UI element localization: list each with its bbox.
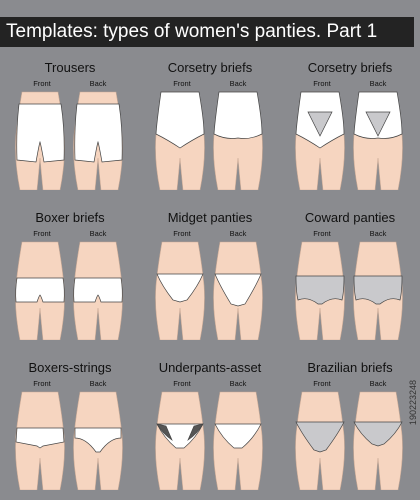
corsetry-briefs-figure	[155, 91, 263, 190]
side-panel	[187, 423, 204, 441]
back-label: Back	[229, 79, 247, 88]
brazilian-briefs-figure	[295, 391, 403, 490]
boxer-briefs-figure	[15, 241, 123, 340]
garment-shape	[213, 91, 263, 139]
cell-brazilian-briefs: Brazilian briefs Front Back	[280, 352, 420, 500]
garment-shape	[156, 423, 204, 449]
garment-shape	[156, 273, 204, 303]
garment-shape	[295, 421, 345, 453]
front-label: Front	[33, 229, 51, 238]
cell-title: Trousers	[44, 60, 96, 75]
garment-shape	[74, 103, 123, 163]
cell-corsetry-briefs: Corsetry briefs Front Back	[140, 52, 280, 200]
back-label: Back	[229, 229, 247, 238]
cell-title: Underpants-asset	[158, 360, 262, 375]
front-label: Front	[313, 229, 331, 238]
back-label: Back	[369, 79, 387, 88]
cell-title: Corsetry briefs	[167, 60, 253, 75]
cell-title: Corsetry briefs	[307, 60, 393, 75]
back-label: Back	[229, 379, 247, 388]
garment-shape	[353, 421, 403, 447]
side-panel	[156, 423, 173, 441]
underpants-asset-figure	[155, 391, 263, 490]
garment-shape	[155, 91, 205, 149]
back-label: Back	[369, 379, 387, 388]
cell-midget-panties: Midget panties Front Back	[140, 202, 280, 350]
garment-shape	[73, 277, 123, 303]
front-label: Front	[173, 379, 191, 388]
corsetry-briefs-lace-figure	[295, 91, 403, 190]
back-label: Back	[369, 229, 387, 238]
boxers-strings-figure	[15, 391, 123, 490]
cell-title: Boxer briefs	[35, 210, 105, 225]
garment-shape	[16, 103, 65, 163]
garment-shape	[15, 277, 65, 303]
cell-corsetry-briefs-lace: Corsetry briefs Front Back	[280, 52, 420, 200]
cell-trousers: Trousers Front Back	[0, 52, 140, 200]
panties-grid: Trousers Front Back Corsetry briefs Fron…	[0, 52, 420, 500]
back-label: Back	[89, 229, 107, 238]
back-label: Back	[89, 379, 107, 388]
cell-boxer-briefs: Boxer briefs Front Back	[0, 202, 140, 350]
front-label: Front	[313, 379, 331, 388]
front-label: Front	[33, 79, 51, 88]
cell-title: Coward panties	[304, 210, 396, 225]
garment-shape	[74, 427, 122, 453]
cell-title: Brazilian briefs	[307, 360, 393, 375]
garment-shape	[295, 275, 345, 305]
garment-shape	[214, 273, 262, 307]
cell-boxers-strings: Boxers-strings Front Back	[0, 352, 140, 500]
stock-id: 190223248	[408, 380, 418, 426]
front-label: Front	[173, 229, 191, 238]
front-label: Front	[173, 79, 191, 88]
cell-title: Midget panties	[167, 210, 253, 225]
trousers-figure	[15, 91, 123, 190]
front-label: Front	[33, 379, 51, 388]
page-title: Templates: types of women's panties. Par…	[0, 17, 414, 47]
back-label: Back	[89, 79, 107, 88]
garment-shape	[353, 275, 403, 305]
cell-title: Boxers-strings	[28, 360, 112, 375]
coward-panties-figure	[295, 241, 403, 340]
midget-panties-figure	[155, 241, 263, 340]
cell-underpants-asset: Underpants-asset Front Back	[140, 352, 280, 500]
lace-panel	[307, 111, 333, 137]
garment-shape	[15, 427, 65, 449]
lace-panel	[365, 111, 391, 137]
front-label: Front	[313, 79, 331, 88]
garment-shape	[214, 423, 262, 449]
cell-coward-panties: Coward panties Front Back	[280, 202, 420, 350]
